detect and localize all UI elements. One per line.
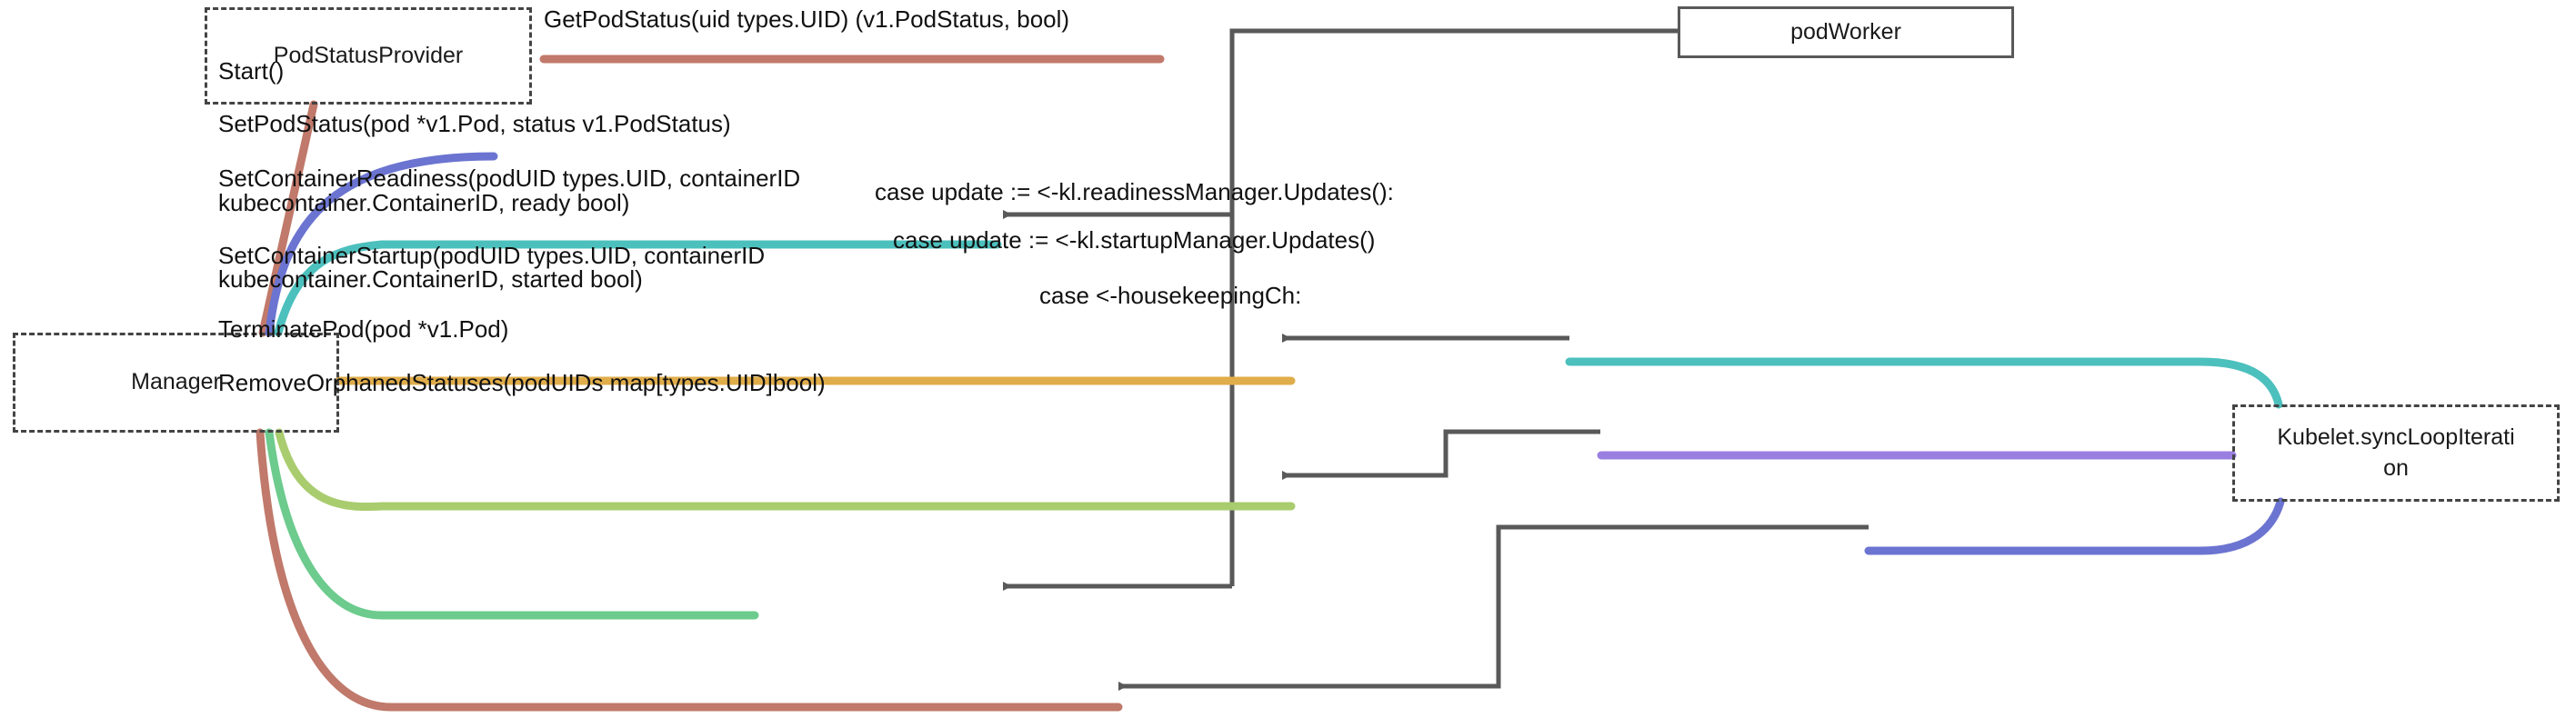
kubelet-flow-lines [1565, 357, 2285, 555]
label-terminate-pod: TerminatePod(pod *v1.Pod) [218, 315, 509, 343]
label-start: Start() [218, 57, 285, 85]
node-pod-status-provider-label: PodStatusProvider [273, 42, 464, 68]
housekeeping-arrow-group [1118, 524, 1869, 691]
startup-arrow-group [1282, 429, 1600, 480]
terminate-pod-curve [265, 428, 759, 620]
node-kubelet-sync-loop-iteration[interactable]: Kubelet.syncLoopIterati on [2232, 404, 2560, 502]
node-kubelet-sync-loop-iteration-label: Kubelet.syncLoopIterati on [2277, 424, 2515, 481]
label-remove-orphaned-statuses: RemoveOrphanedStatuses(podUIDs map[types… [218, 369, 826, 396]
label-set-container-startup-line1: SetContainerStartup(podUID types.UID, co… [218, 242, 766, 269]
set-container-startup-curve [275, 428, 1296, 512]
label-set-container-startup-line2: kubecontainer.ContainerID, started bool) [218, 265, 643, 293]
node-pod-status-provider[interactable]: PodStatusProvider [205, 7, 532, 105]
label-set-container-readiness-line1: SetContainerReadiness(podUID types.UID, … [218, 165, 801, 192]
label-get-pod-status: GetPodStatus(uid types.UID) (v1.PodStatu… [544, 5, 1070, 33]
start-curve [265, 152, 498, 337]
label-case-startup: case update := <-kl.startupManager.Updat… [893, 226, 1376, 254]
label-case-readiness: case update := <-kl.readinessManager.Upd… [875, 178, 1394, 205]
label-set-container-readiness-line2: kubecontainer.ContainerID, ready bool) [218, 189, 630, 216]
colored-flow-lines [256, 55, 1296, 712]
node-manager-label: Manager [131, 369, 221, 395]
set-pod-status-curve [274, 240, 1002, 337]
provider-to-manager-line [258, 100, 318, 337]
remove-orphaned-statuses-curve [256, 428, 1123, 712]
label-case-housekeeping: case <-housekeepingCh: [1039, 282, 1302, 309]
node-pod-worker[interactable]: podWorker [1678, 6, 2014, 58]
node-pod-worker-label: podWorker [1790, 18, 1901, 45]
node-manager[interactable]: Manager [13, 333, 339, 433]
podworker-connector-group [1003, 28, 1678, 591]
case-housekeeping-curve [1864, 497, 2285, 555]
case-readiness-curve [1565, 357, 2283, 409]
label-set-pod-status: SetPodStatus(pod *v1.Pod, status v1.PodS… [218, 110, 731, 137]
